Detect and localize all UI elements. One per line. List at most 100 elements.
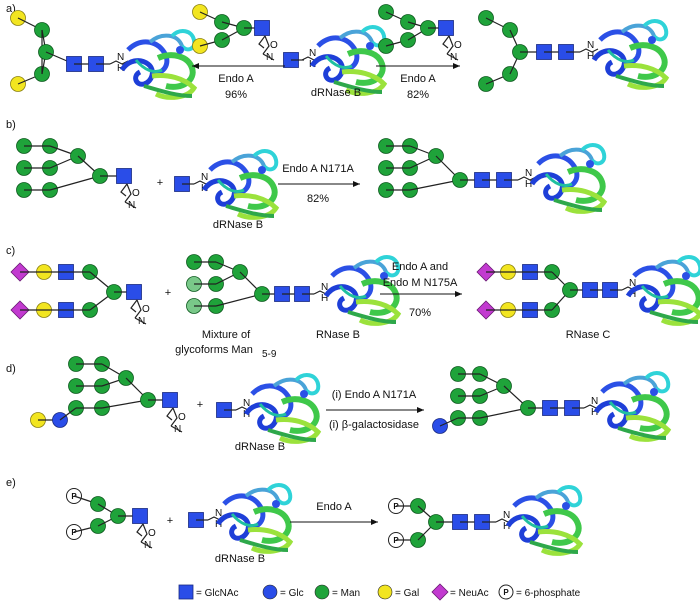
legend-item--6-phosphate: P = 6-phosphate [498,584,581,600]
cond-a-right-yield: 82% [407,89,429,101]
protein-ribbon [122,31,194,97]
protein-ribbon [594,21,666,87]
oxazoline-o: O [132,188,140,199]
glycosidic-bond [479,407,529,419]
linker-n: N [629,278,636,289]
row-label-b: b) [6,119,16,131]
oxazoline-ring [258,35,270,55]
caption-drnase-b-e: dRNase B [215,553,265,565]
row-label-c: c) [6,245,15,257]
glycosidic-bond [49,175,101,191]
oxazoline-o: O [148,528,156,539]
caption-rnase-b: RNase B [316,329,360,341]
linker-n: N [201,172,208,183]
cond-d-step-1: (i) Endo A N171A [332,389,417,401]
cond-c-enzyme-1: Endo A and [392,261,448,273]
legend-item--glcnac: = GlcNAc [178,584,239,600]
linker-n: N [587,40,594,51]
asn-linker [517,176,537,181]
glcnac-residue [116,168,132,184]
linker-h: H [629,289,636,300]
protein-ribbon [326,257,398,323]
linker-h: H [503,521,510,532]
oxazoline-ring [442,35,454,55]
cond-a-left-yield: 96% [225,89,247,101]
plus-e: + [167,515,173,527]
glycosidic-bond [215,293,263,307]
row-label-d: d) [6,363,16,375]
legend-label: = Man [332,588,360,599]
legend-circle-icon [377,584,393,600]
protein-ribbon [532,145,604,211]
linker-n: N [309,48,316,59]
linker-n: N [117,52,124,63]
caption-drnase-b-b: dRNase B [213,219,263,231]
legend-diamond-icon [431,583,449,601]
oxazoline-ring [120,183,132,203]
legend-square-icon [178,584,194,600]
legend-item--glc: = Glc [262,584,304,600]
glcnac-residue [126,284,142,300]
oxazoline-ring [130,299,142,319]
glycosidic-bond [439,417,459,427]
linker-h: H [215,519,222,530]
oxazoline-o: O [454,40,462,51]
linker-n: N [503,510,510,521]
legend-item--gal: = Gal [377,584,419,600]
oxazoline-methyl [170,425,183,433]
caption-mixture: Mixture of [202,329,251,341]
cond-c-yield: 70% [409,307,431,319]
protein-ribbon [628,257,700,323]
oxazoline-o: O [142,304,150,315]
legend-label: = Glc [280,588,304,599]
plus-b: + [157,177,163,189]
legend-circle-icon [314,584,330,600]
linker-h: H [321,293,328,304]
cond-b-yield: 82% [307,193,329,205]
protein-ribbon [218,485,290,551]
legend-label: = NeuAc [450,588,489,599]
legend-circle-icon [262,584,278,600]
linker-n: N [215,508,222,519]
linker-h: H [587,51,594,62]
caption-glycoforms-subscript: 5-9 [262,349,277,360]
oxazoline-methyl [134,317,147,325]
cond-e-enzyme: Endo A [316,501,352,513]
oxazoline-methyl [446,53,459,61]
glycosidic-bond [409,179,461,191]
glcnac-residue [162,392,178,408]
oxazoline-methyl [140,541,153,549]
linker-h: H [591,407,598,418]
protein-ribbon [246,375,318,441]
caption-glycoforms: glycoforms Man [175,344,253,356]
legend-label: = Gal [395,588,419,599]
linker-h: H [525,179,532,190]
legend-item--man: = Man [314,584,360,600]
linker-n: N [243,398,250,409]
protein-ribbon [204,151,276,217]
asn-linker [579,48,599,53]
caption-drnase-b-d: dRNase B [235,441,285,453]
oxazoline-o: O [270,40,278,51]
oxazoline-o: O [178,412,186,423]
legend-phosphate-icon [498,584,514,600]
linker-n: N [525,168,532,179]
linker-n: N [321,282,328,293]
glcnac-residue [438,20,454,36]
legend-label: = 6-phosphate [516,588,581,599]
cond-b-enzyme: Endo A N171A [282,163,354,175]
oxazoline-methyl [262,53,275,61]
legend-phosphate-symbol: P [503,588,509,597]
protein-ribbon [508,487,580,553]
cond-a-left-enzyme: Endo A [218,73,254,85]
protein-ribbon [312,27,384,93]
plus-c: + [165,287,171,299]
cond-d-step-2: (i) β-galactosidase [329,419,419,431]
oxazoline-ring [136,523,148,543]
asn-linker [109,60,129,65]
glcnac-residue [254,20,270,36]
oxazoline-ring [166,407,178,427]
protein-ribbon [596,373,668,439]
cond-a-right-enzyme: Endo A [400,73,436,85]
